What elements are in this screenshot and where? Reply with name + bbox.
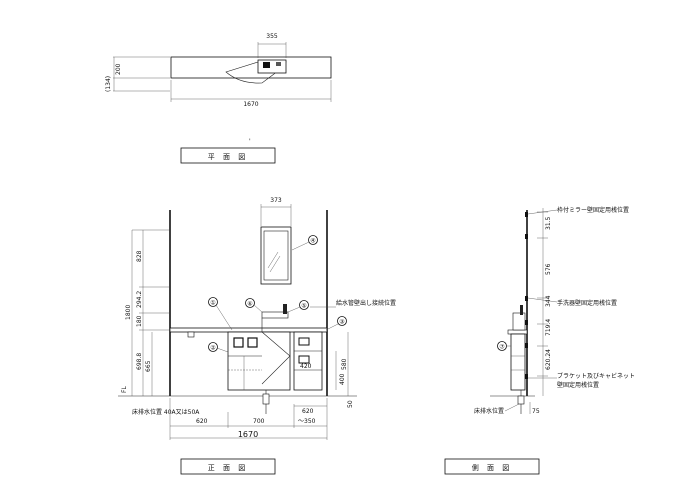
side-dim-31: 31.5	[545, 216, 552, 230]
svg-text:⑦: ⑦	[499, 344, 505, 351]
plan-view: 355 1670 200 (134) ' 平 面 図	[105, 33, 332, 164]
front-dim-v-665: 665	[145, 360, 152, 372]
svg-text:⑤: ⑤	[301, 303, 306, 310]
front-mirror-glass	[263, 230, 289, 281]
front-outlet	[187, 331, 195, 338]
svg-text:③: ③	[339, 319, 344, 326]
front-side-handle-2	[298, 355, 310, 364]
front-dim-v-1800: 1800	[125, 305, 132, 320]
plan-title-box	[180, 147, 276, 164]
side-title: 側 面 図	[472, 463, 512, 472]
front-title: 正 面 図	[208, 464, 248, 472]
front-dim-v-294: 294.2	[136, 291, 143, 308]
front-dim-floor-gap: 50	[347, 400, 354, 408]
side-title-box	[444, 458, 540, 475]
plan-dim-depth2: (134)	[105, 76, 112, 92]
side-dim-576: 576	[545, 263, 552, 275]
side-dim-75: 75	[532, 408, 540, 415]
front-drawer-handle-right	[247, 337, 258, 348]
plan-counter	[170, 56, 332, 79]
front-title-box	[180, 458, 276, 475]
side-note-bracket2: 壁固定用桟位置	[557, 381, 599, 389]
front-dim-bottom-mid: 700	[253, 418, 265, 425]
front-dim-total: 1670	[238, 430, 258, 439]
svg-text:④: ④	[310, 238, 315, 245]
plan-dim-basin: 355	[266, 33, 278, 40]
plan-dim-total: 1670	[243, 101, 258, 108]
svg-text:⑥: ⑥	[247, 301, 252, 308]
plan-faucet-lever	[276, 62, 281, 66]
front-counter	[169, 327, 328, 333]
side-view: 31.5 576 344 719.4 620.24 75 ⑦ 枠付ミラー壁固定用…	[444, 206, 635, 475]
front-note-water-supply: 給水管壁出し接続位置	[336, 299, 396, 307]
front-dim-580: 580	[341, 358, 348, 370]
front-dim-v-828: 828	[136, 250, 143, 262]
plan-dim-depth: 200	[115, 63, 122, 75]
side-dim-719: 719.4	[545, 319, 552, 336]
side-basin	[512, 312, 526, 331]
side-note-bracket: ブラケット及びキャビネット	[557, 372, 635, 380]
side-cabinet	[510, 333, 526, 391]
plan-faucet	[263, 62, 270, 68]
side-dim-620: 620.24	[545, 349, 552, 370]
plan-title: 平 面 図	[208, 153, 248, 161]
front-side-handle-1	[298, 337, 310, 346]
front-drawer-handle-left	[233, 337, 244, 348]
front-dim-right-upper: 620	[302, 408, 314, 415]
front-faucet	[283, 304, 287, 314]
front-callouts: ① ② ③ ④ ⑤ ⑥	[208, 235, 347, 353]
side-note-drain: 床排水位置	[474, 407, 504, 415]
front-dim-cab-height: 400	[339, 373, 346, 385]
front-dim-v-180: 180	[136, 315, 143, 327]
front-dim-bottom-left: 620	[196, 418, 208, 425]
front-dim-mirror: 373	[270, 197, 282, 204]
side-dim-344: 344	[545, 295, 552, 307]
front-door-swing	[261, 331, 291, 385]
plan-faucet-box	[257, 59, 287, 74]
front-note-drain: 床排水位置 40A又は50A	[132, 408, 200, 416]
front-dim-v-698: 698.8	[136, 353, 143, 370]
plan-tick: '	[249, 138, 251, 145]
front-view: 373 420 ① ② ③ ④	[118, 197, 396, 475]
side-note-towel: 手洗器壁固定用桟位置	[557, 299, 617, 307]
front-basin-top	[261, 311, 289, 319]
front-dim-cab-width: 420	[300, 363, 312, 370]
front-floor-mark: FL	[121, 386, 128, 393]
svg-text:②: ②	[210, 345, 216, 352]
side-note-mirror: 枠付ミラー壁固定用桟位置	[557, 206, 629, 214]
svg-text:①: ①	[210, 300, 215, 307]
front-dim-bottom-right: 〜350	[298, 418, 316, 425]
